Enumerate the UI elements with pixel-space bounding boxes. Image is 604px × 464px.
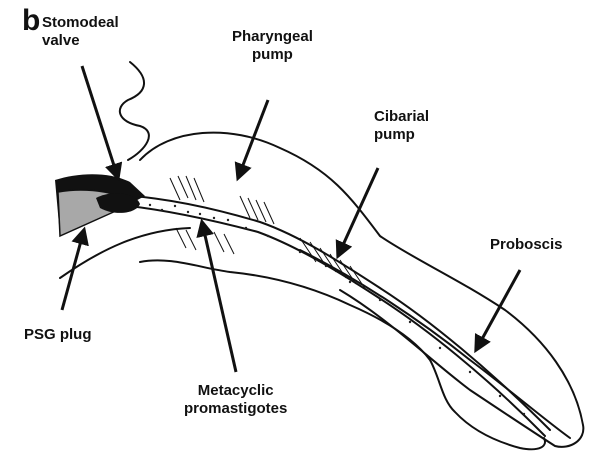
panel-letter: b <box>22 6 40 36</box>
label-cibarial-pump: Cibarial pump <box>374 108 429 144</box>
arrow-metacyclic-promastigotes <box>202 222 236 372</box>
arrow-pharyngeal-pump <box>238 100 268 178</box>
foregut-wall-curl <box>120 62 149 160</box>
head-outline-lower <box>140 260 545 449</box>
arrow-psg-plug <box>62 230 84 310</box>
label-metacyclic-promastigotes: Metacyclic promastigotes <box>184 382 287 418</box>
label-proboscis: Proboscis <box>490 236 563 254</box>
label-stomodeal-valve: Stomodeal valve <box>42 14 119 50</box>
label-pharyngeal-pump: Pharyngeal pump <box>232 28 313 64</box>
arrow-proboscis <box>476 270 520 350</box>
label-psg-plug: PSG plug <box>24 326 92 344</box>
arrow-cibarial-pump <box>338 168 378 256</box>
arrow-stomodeal-valve <box>82 66 118 178</box>
lower-body-line <box>60 228 190 278</box>
